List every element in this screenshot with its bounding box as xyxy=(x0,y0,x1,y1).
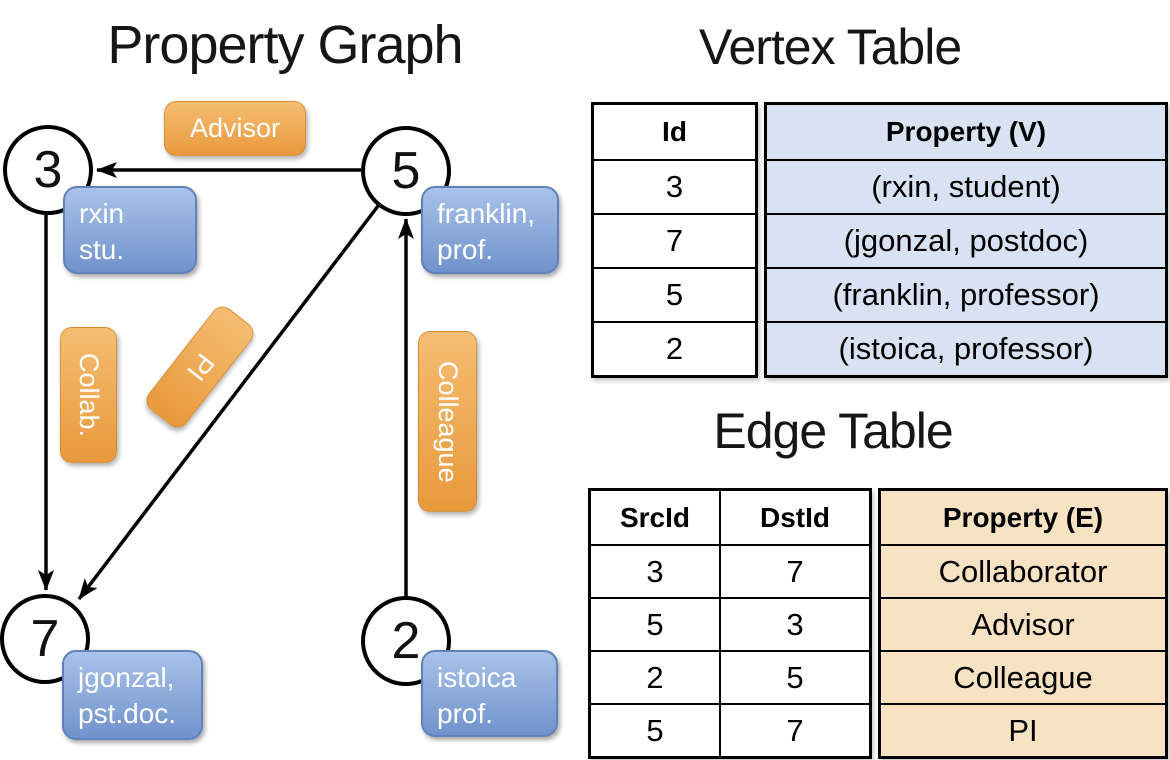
node-id: 3 xyxy=(33,141,63,199)
node-id: 2 xyxy=(391,612,421,670)
vertex-property-cell: (istoica, professor) xyxy=(767,321,1165,375)
edge-table-header-srcid: SrcId xyxy=(619,501,691,533)
edge-dstid-cell: 7 xyxy=(719,703,869,756)
vertex-table-header-id: Id xyxy=(662,116,687,147)
vertex-table-title: Vertex Table xyxy=(698,19,962,75)
edge-table-header-property: Property (E) xyxy=(942,501,1104,533)
label-line: franklin, xyxy=(437,198,536,229)
vertex-table: Id 3 7 5 2 Property (V) (rxin, student) … xyxy=(591,102,1168,378)
edge-label-advisor: Advisor xyxy=(164,101,306,156)
vertex-id-cell: 3 xyxy=(594,159,755,213)
edge-label-pi: PI xyxy=(141,301,259,433)
label-line: prof. xyxy=(437,234,494,266)
edge-srcid-cell: 5 xyxy=(591,703,719,756)
vertex-table-header-property: Property (V) xyxy=(885,116,1047,147)
vertex-table-id-column: Id 3 7 5 2 xyxy=(591,102,758,378)
label-line: rxin xyxy=(79,198,125,229)
label-line: stu. xyxy=(79,234,125,266)
edge-table-title: Edge Table xyxy=(713,403,953,459)
edge-property-cell: Collaborator xyxy=(881,544,1165,597)
vertex-property-cell: (rxin, student) xyxy=(767,159,1165,213)
node-id: 5 xyxy=(391,142,421,200)
edge-table-property-column: Property (E) Collaborator Advisor Collea… xyxy=(878,488,1168,759)
node-property-label-jgonzal: jgonzal, pst.doc. xyxy=(62,650,203,740)
edge-dstid-cell: 3 xyxy=(719,597,869,650)
vertex-id-cell: 7 xyxy=(594,213,755,267)
vertex-table-property-column: Property (V) (rxin, student) (jgonzal, p… xyxy=(764,102,1168,378)
edge-table: SrcId DstId 3 7 5 3 2 5 5 7 Property (E)… xyxy=(588,488,1168,759)
vertex-property-cell: (franklin, professor) xyxy=(767,267,1165,321)
label-line: jgonzal, xyxy=(78,662,175,693)
graph-node-3: 3 xyxy=(3,125,93,215)
edge-srcid-cell: 5 xyxy=(591,597,719,650)
node-property-label-franklin: franklin, prof. xyxy=(421,186,559,274)
edge-table-header-dstid: DstId xyxy=(719,491,869,544)
edge-srcid-cell: 3 xyxy=(591,544,719,597)
edge-property-cell: Colleague xyxy=(881,650,1165,703)
label-line: pst.doc. xyxy=(78,698,177,730)
vertex-property-cell: (jgonzal, postdoc) xyxy=(767,213,1165,267)
edge-srcid-cell: 2 xyxy=(591,650,719,703)
label-line: istoica xyxy=(437,662,517,693)
node-property-label-rxin: rxin stu. xyxy=(63,186,197,274)
label-line: prof. xyxy=(437,698,494,730)
edge-dstid-cell: 7 xyxy=(719,544,869,597)
edge-property-cell: Advisor xyxy=(881,597,1165,650)
vertex-id-cell: 2 xyxy=(594,321,755,375)
edge-dstid-cell: 5 xyxy=(719,650,869,703)
node-property-label-istoica: istoica prof. xyxy=(421,650,558,737)
graph-node-5: 5 xyxy=(361,126,451,216)
property-graph-title: Property Graph xyxy=(107,15,463,75)
edge-property-cell: PI xyxy=(881,703,1165,756)
node-id: 7 xyxy=(30,610,60,668)
edge-table-id-columns: SrcId DstId 3 7 5 3 2 5 5 7 xyxy=(588,488,872,759)
edge-label-colleague: Colleague xyxy=(418,331,477,512)
vertex-id-cell: 5 xyxy=(594,267,755,321)
edge-label-collab: Collab. xyxy=(60,327,117,463)
